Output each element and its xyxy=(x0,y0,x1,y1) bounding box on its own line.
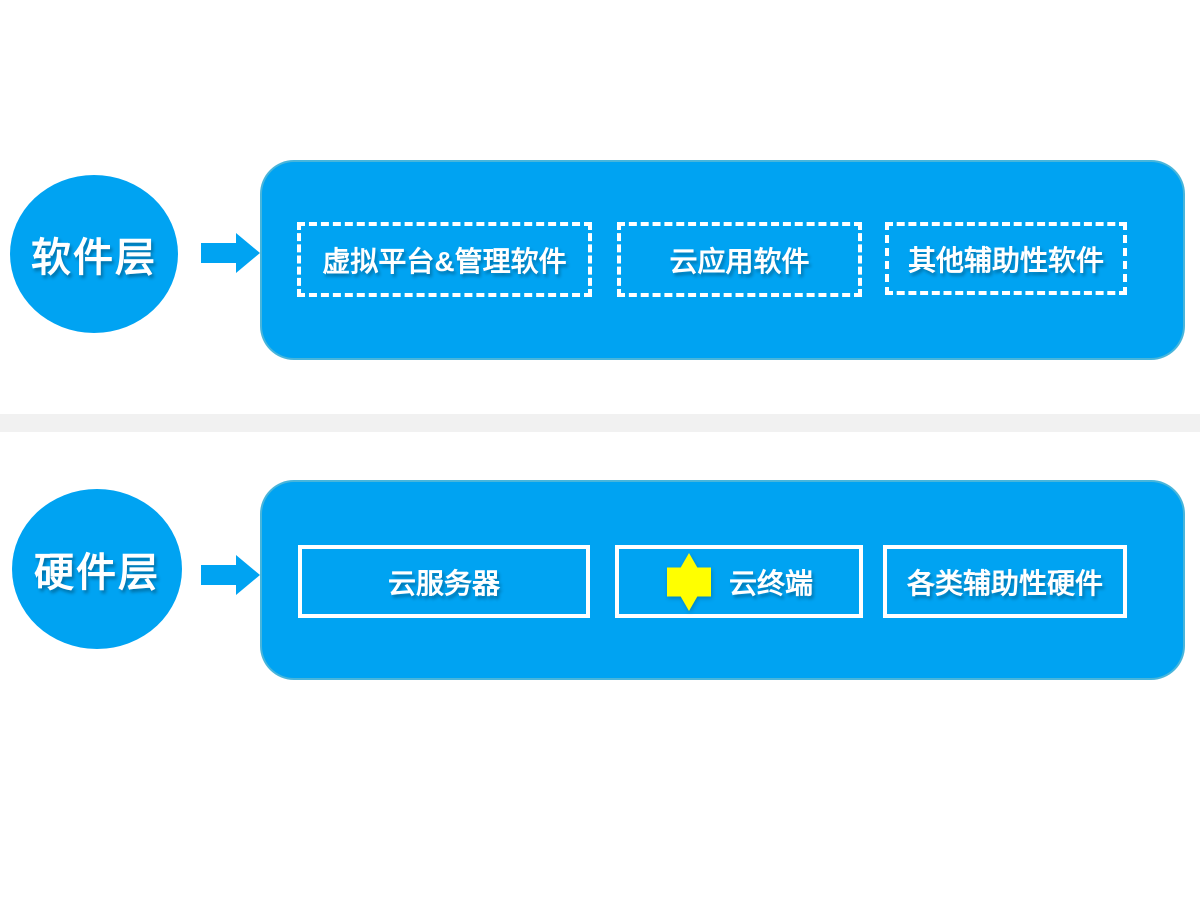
software-box-virtual-platform: 虚拟平台&管理软件 xyxy=(297,222,592,297)
hardware-box-cloud-terminal: 云终端 xyxy=(615,545,863,618)
hardware-box-cloud-server: 云服务器 xyxy=(298,545,590,618)
section-divider xyxy=(0,414,1200,432)
hardware-box-label: 云终端 xyxy=(728,567,813,599)
software-box-label: 其他辅助性软件 xyxy=(907,244,1104,276)
hardware-layer-circle: 硬件层 xyxy=(12,489,182,649)
six-pointed-star-icon xyxy=(665,552,713,611)
software-box-other-auxiliary-software: 其他辅助性软件 xyxy=(885,222,1127,295)
software-box-label: 虚拟平台&管理软件 xyxy=(322,245,567,277)
software-layer-label: 软件层 xyxy=(31,236,157,280)
hardware-layer-label: 硬件层 xyxy=(34,551,160,595)
software-box-cloud-apps: 云应用软件 xyxy=(617,222,862,297)
software-layer-circle: 软件层 xyxy=(10,175,178,333)
arrow-right-icon xyxy=(201,231,261,275)
arrow-right-icon xyxy=(201,553,261,597)
hardware-box-label: 各类辅助性硬件 xyxy=(906,567,1103,599)
software-box-label: 云应用软件 xyxy=(669,245,810,277)
software-layer-panel xyxy=(260,160,1185,360)
hardware-box-other-auxiliary-hardware: 各类辅助性硬件 xyxy=(883,545,1127,618)
hardware-layer-panel xyxy=(260,480,1185,680)
hardware-box-label: 云服务器 xyxy=(387,567,500,599)
